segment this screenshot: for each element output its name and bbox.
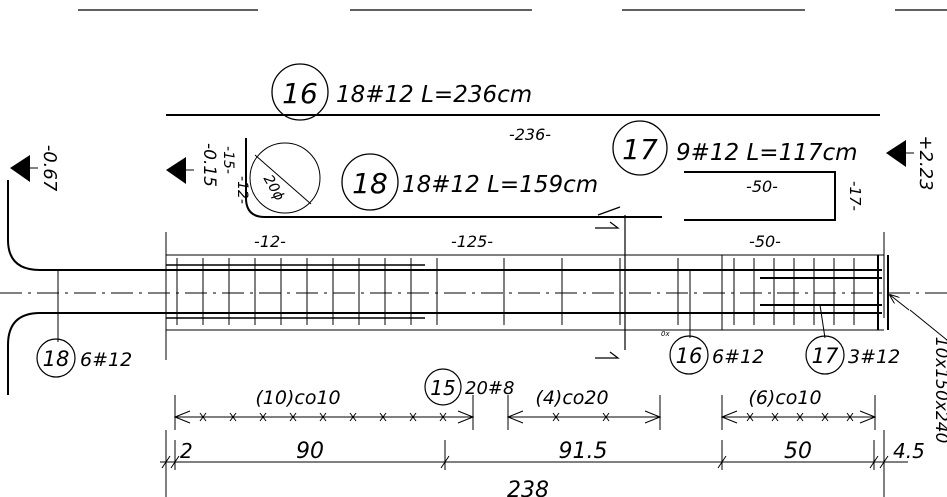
stirrup-spacing-2: (4)co20 [535, 387, 608, 409]
beam-outline [165, 232, 889, 360]
callout-17b-number: 17 [812, 344, 839, 368]
callout-15-text: 20#8 [465, 378, 514, 399]
level-marker-right [886, 140, 914, 167]
level-marker-left [10, 155, 38, 182]
hook-diameter-line [254, 154, 312, 205]
section-cut [595, 206, 626, 359]
bar-18-hook [245, 138, 662, 218]
tiny-mark: 0x [661, 330, 670, 338]
callout-17b-circle [805, 335, 845, 375]
dim-2-label: 2 [180, 439, 193, 463]
main-bars [7, 180, 882, 395]
hook-diameter-circle [249, 142, 321, 214]
section-size-label: 10x150x240 [931, 337, 947, 444]
callout-17b-text: 3#12 [848, 346, 900, 368]
stirrups [176, 258, 855, 325]
dim-125-label: -125- [451, 232, 493, 251]
dim-90-label: 90 [296, 439, 324, 464]
callout-16b-circle [669, 335, 709, 375]
level-mid-label-2: -15- [220, 146, 236, 174]
level-marker-mid [166, 157, 194, 184]
overall-dim-line [160, 430, 908, 497]
level-mid-label-3: -12- [234, 176, 250, 204]
callout-17-text: 9#12 L=117cm [676, 140, 858, 166]
stirrup-spacing-3: (6)co10 [748, 387, 821, 409]
dim-17-label: -17- [846, 181, 864, 211]
callout-16-circle [271, 63, 329, 121]
dim-50-label: 50 [784, 439, 812, 464]
dim-91-5-label: 91.5 [559, 439, 608, 464]
stirrup-dim-lines [173, 395, 877, 430]
callout-16-text: 18#12 L=236cm [336, 82, 532, 108]
callout-18-number: 18 [352, 167, 388, 200]
level-left-label: -0.67 [39, 145, 60, 192]
level-mid-label-1: -0.15 [199, 143, 219, 187]
dim-12-label: -12- [254, 232, 286, 251]
dim-236-label: -236- [509, 125, 551, 144]
leader-lines [57, 270, 947, 342]
level-right-label: +2.23 [915, 135, 936, 190]
bar-17-shape [684, 171, 836, 221]
callout-18b-number: 18 [43, 347, 70, 371]
callout-15-number: 15 [430, 376, 455, 400]
callout-17-circle [612, 120, 668, 176]
stirrup-spacing-1: (10)co10 [255, 387, 340, 409]
callout-17-number: 17 [622, 133, 658, 166]
callout-18-circle [341, 153, 399, 211]
dim-50-upper: -50- [746, 177, 778, 196]
callout-18b-circle [36, 338, 76, 378]
callout-16-number: 16 [282, 77, 318, 110]
hook-diameter-label: 20ϕ [260, 172, 287, 203]
dim-50-lower: -50- [749, 232, 781, 251]
callout-18b-text: 6#12 [80, 349, 132, 371]
callout-16b-number: 16 [676, 344, 703, 368]
callout-15-circle [424, 368, 462, 406]
callout-16b-text: 6#12 [712, 346, 764, 368]
dim-4-5-label: 4.5 [893, 439, 925, 463]
dim-238-label: 238 [507, 478, 549, 497]
callout-18-text: 18#12 L=159cm [402, 172, 598, 198]
